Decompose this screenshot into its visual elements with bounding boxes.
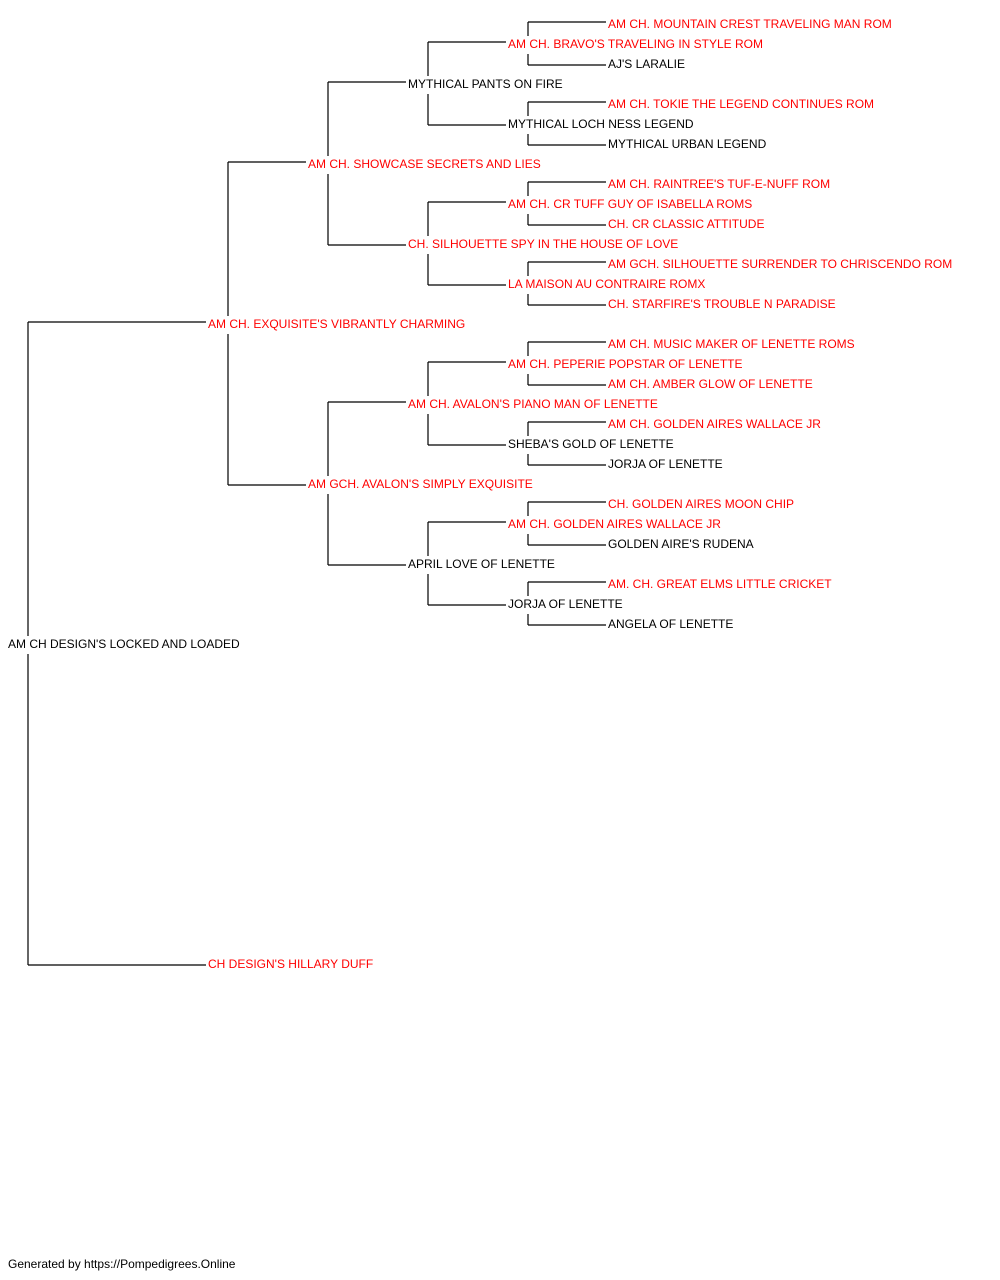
pedigree-name-sire-dam-dam-sire-sire: CH. GOLDEN AIRES MOON CHIP bbox=[608, 497, 795, 511]
pedigree-name-: AM CH DESIGN'S LOCKED AND LOADED bbox=[8, 637, 240, 651]
pedigree-name-sire-sire-dam-dam-sire: AM GCH. SILHOUETTE SURRENDER TO CHRISCEN… bbox=[608, 257, 953, 271]
pedigree-name-sire-dam-sire-dam: SHEBA'S GOLD OF LENETTE bbox=[508, 437, 674, 451]
pedigree-name-sire-sire-sire-sire-dam: AJ'S LARALIE bbox=[608, 57, 685, 71]
pedigree-name-sire-sire-sire-dam-sire: AM CH. TOKIE THE LEGEND CONTINUES ROM bbox=[608, 97, 875, 111]
pedigree-name-sire: AM CH. EXQUISITE'S VIBRANTLY CHARMING bbox=[208, 317, 466, 331]
pedigree-name-sire-sire-dam: CH. SILHOUETTE SPY IN THE HOUSE OF LOVE bbox=[408, 237, 679, 251]
pedigree-name-sire-sire-sire: MYTHICAL PANTS ON FIRE bbox=[408, 77, 563, 91]
pedigree-name-sire-dam-sire: AM CH. AVALON'S PIANO MAN OF LENETTE bbox=[408, 397, 658, 411]
pedigree-name-sire-sire-dam-dam: LA MAISON AU CONTRAIRE ROMX bbox=[508, 277, 706, 291]
pedigree-name-sire-sire-dam-sire: AM CH. CR TUFF GUY OF ISABELLA ROMS bbox=[508, 197, 753, 211]
pedigree-name-sire-dam-dam-dam-sire: AM. CH. GREAT ELMS LITTLE CRICKET bbox=[608, 577, 832, 591]
footer-credit: Generated by https://Pompedigrees.Online bbox=[8, 1257, 236, 1271]
pedigree-name-sire-dam-sire-dam-dam: JORJA OF LENETTE bbox=[608, 457, 723, 471]
pedigree-name-sire-dam-sire-dam-sire: AM CH. GOLDEN AIRES WALLACE JR bbox=[608, 417, 821, 431]
pedigree-name-sire-dam-dam-sire: AM CH. GOLDEN AIRES WALLACE JR bbox=[508, 517, 721, 531]
pedigree-name-sire-dam-sire-sire-dam: AM CH. AMBER GLOW OF LENETTE bbox=[608, 377, 813, 391]
pedigree-name-sire-sire-dam-dam-dam: CH. STARFIRE'S TROUBLE N PARADISE bbox=[608, 297, 836, 311]
pedigree-name-sire-dam: AM GCH. AVALON'S SIMPLY EXQUISITE bbox=[308, 477, 533, 491]
pedigree-name-sire-dam-sire-sire-sire: AM CH. MUSIC MAKER OF LENETTE ROMS bbox=[608, 337, 855, 351]
pedigree-name-dam: CH DESIGN'S HILLARY DUFF bbox=[208, 957, 374, 971]
pedigree-name-sire-dam-dam-sire-dam: GOLDEN AIRE'S RUDENA bbox=[608, 537, 754, 551]
pedigree-name-sire-sire: AM CH. SHOWCASE SECRETS AND LIES bbox=[308, 157, 541, 171]
pedigree-name-sire-sire-sire-dam-dam: MYTHICAL URBAN LEGEND bbox=[608, 137, 767, 151]
pedigree-name-sire-dam-dam-dam: JORJA OF LENETTE bbox=[508, 597, 623, 611]
pedigree-name-sire-dam-dam-dam-dam: ANGELA OF LENETTE bbox=[608, 617, 734, 631]
pedigree-name-sire-dam-dam: APRIL LOVE OF LENETTE bbox=[408, 557, 555, 571]
pedigree-name-sire-sire-sire-sire-sire: AM CH. MOUNTAIN CREST TRAVELING MAN ROM bbox=[608, 17, 892, 31]
pedigree-name-sire-sire-dam-sire-dam: CH. CR CLASSIC ATTITUDE bbox=[608, 217, 765, 231]
pedigree-name-sire-sire-sire-dam: MYTHICAL LOCH NESS LEGEND bbox=[508, 117, 694, 131]
pedigree-name-sire-sire-sire-sire: AM CH. BRAVO'S TRAVELING IN STYLE ROM bbox=[508, 37, 764, 51]
pedigree-name-sire-sire-dam-sire-sire: AM CH. RAINTREE'S TUF-E-NUFF ROM bbox=[608, 177, 831, 191]
pedigree-name-sire-dam-sire-sire: AM CH. PEPERIE POPSTAR OF LENETTE bbox=[508, 357, 743, 371]
